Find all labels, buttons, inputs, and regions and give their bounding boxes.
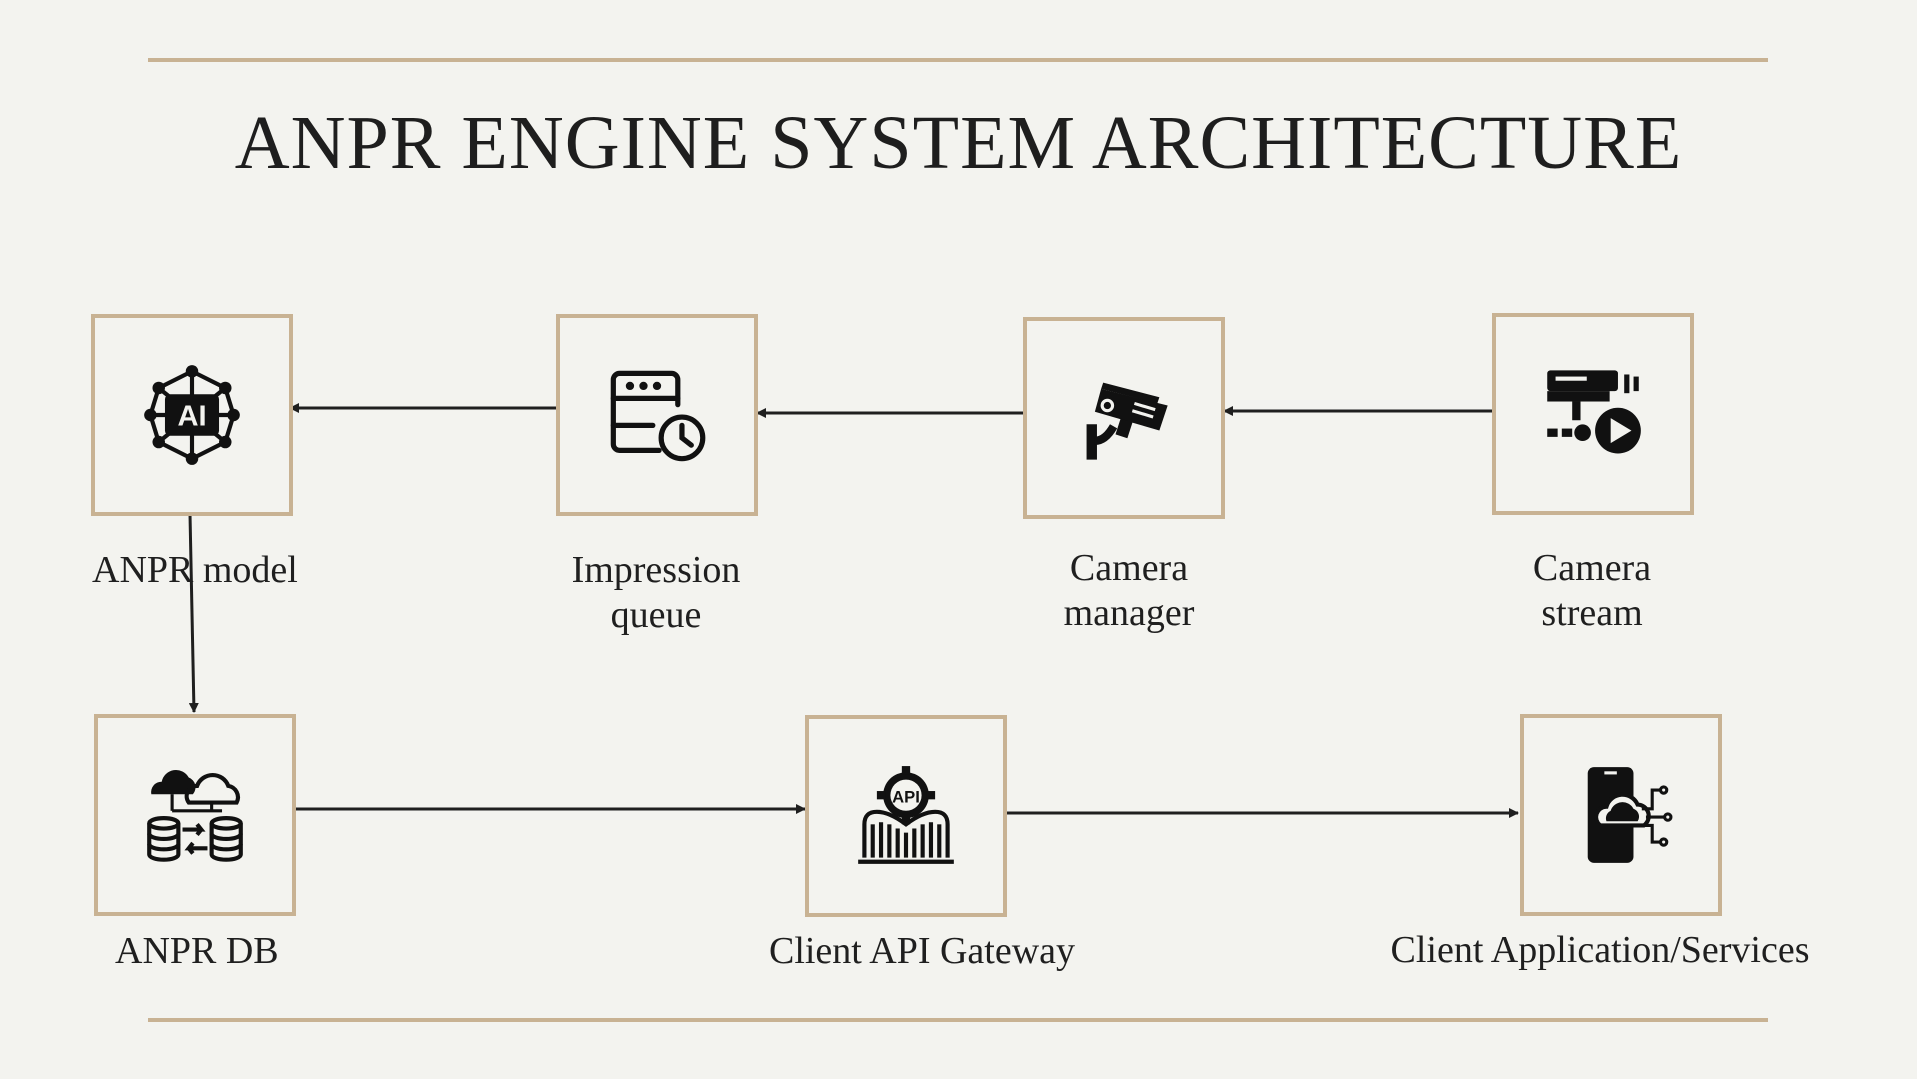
node-client-api-gateway: API xyxy=(805,715,1007,917)
label-camera-manager: Camera manager xyxy=(999,546,1259,636)
label-impression-queue: Impression queue xyxy=(526,548,786,638)
bottom-divider xyxy=(148,1018,1768,1022)
label-client-api-gateway: Client API Gateway xyxy=(752,929,1092,974)
label-client-app-services: Client Application/Services xyxy=(1370,928,1830,973)
label-camera-stream: Camera stream xyxy=(1462,546,1722,636)
cloud-database-sync-icon xyxy=(147,770,243,862)
api-gateway-icon: API xyxy=(858,766,954,864)
node-impression-queue xyxy=(556,314,758,516)
label-impression-queue-line-1: Impression xyxy=(571,549,741,591)
label-anpr-model: ANPR model xyxy=(92,548,298,593)
label-camera-stream-line-2: stream xyxy=(1541,592,1643,634)
top-divider xyxy=(148,58,1768,62)
edge-model-to-db xyxy=(188,513,199,713)
security-camera-icon xyxy=(1086,382,1168,460)
label-anpr-model-line-1: ANPR model xyxy=(92,549,298,591)
page-title: ANPR ENGINE SYSTEM ARCHITECTURE xyxy=(234,101,1683,185)
node-client-app-services xyxy=(1520,714,1722,916)
node-anpr-model: AI xyxy=(91,314,293,516)
camera-stream-icon xyxy=(1547,370,1641,454)
node-camera-manager xyxy=(1023,317,1225,519)
label-client-app-services-line-1: Client Application/Services xyxy=(1390,929,1810,971)
label-impression-queue-line-2: queue xyxy=(610,594,702,636)
label-camera-manager-line-1: Camera xyxy=(1069,547,1189,589)
node-camera-stream xyxy=(1492,313,1694,515)
ai-icon-text: AI xyxy=(177,400,206,432)
ai-network-icon: AI xyxy=(144,365,240,465)
node-anpr-db xyxy=(94,714,296,916)
api-icon-text: API xyxy=(892,787,920,806)
label-client-api-gateway-line-1: Client API Gateway xyxy=(768,930,1076,972)
mobile-cloud-icon xyxy=(1587,767,1673,863)
server-clock-icon xyxy=(610,370,706,462)
label-camera-manager-line-2: manager xyxy=(1063,592,1195,634)
label-anpr-db-line-1: ANPR DB xyxy=(115,930,279,972)
label-camera-stream-line-1: Camera xyxy=(1532,547,1652,589)
label-anpr-db: ANPR DB xyxy=(115,929,279,974)
